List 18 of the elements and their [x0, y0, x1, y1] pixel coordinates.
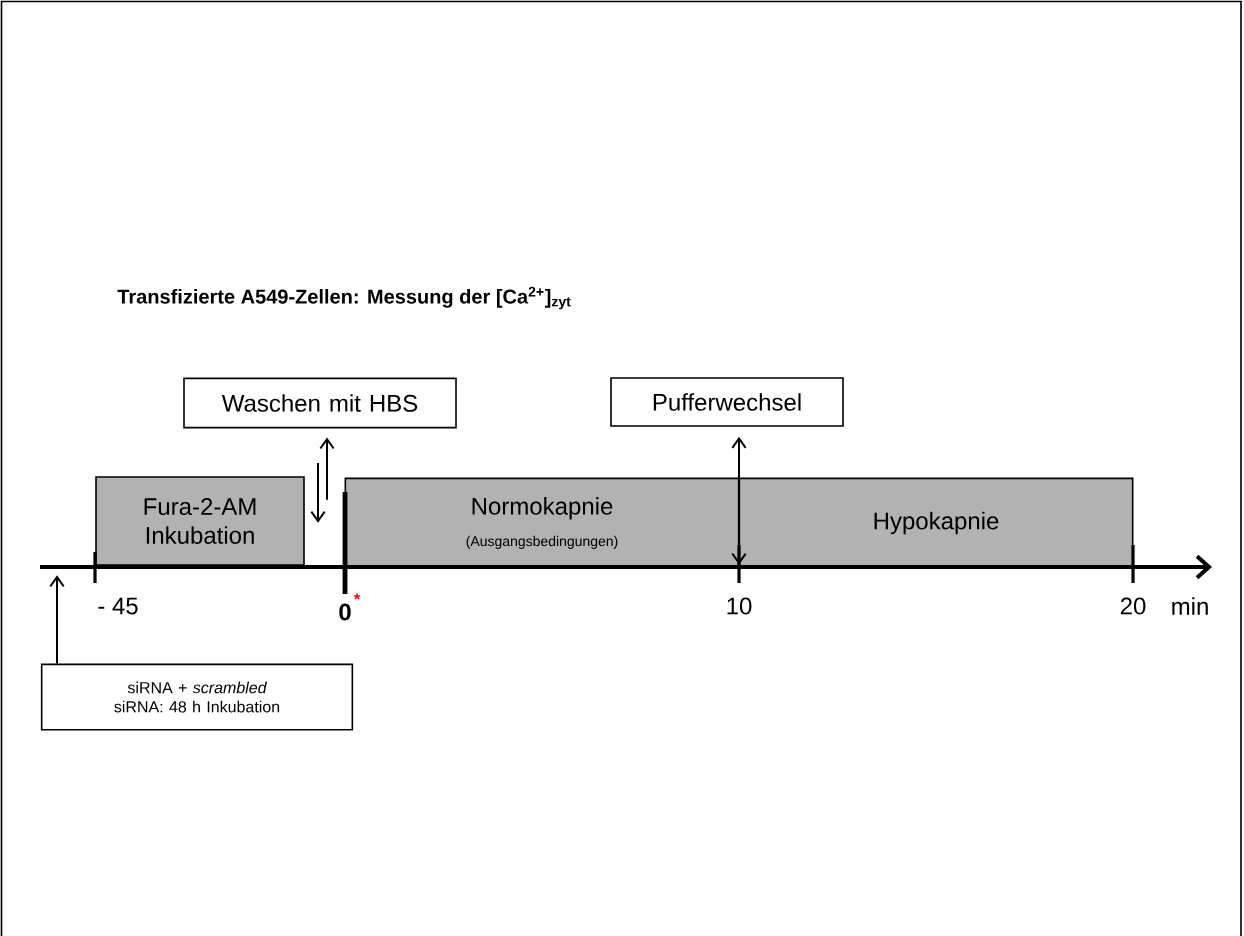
- phase-bar: Fura-2-AM Inkubation: [95, 476, 305, 566]
- tick-label: 10: [727, 597, 752, 615]
- label-box: Waschen mit HBS: [183, 377, 457, 429]
- arrow: [319, 437, 335, 501]
- tick-label: - 45: [98, 597, 138, 615]
- label-box: siRNA + scrambled siRNA: 48 h Inkubation: [40, 663, 354, 731]
- title: Transfizierte A549-Zellen: Messung der [Ca$^{2+}$]$_{zyt}$: [117, 286, 571, 310]
- phase-bar: Normokapnie (Ausgangsbedingungen): [344, 477, 740, 569]
- asterisk: *: [353, 593, 361, 600]
- unit-label: min: [1172, 597, 1208, 615]
- tick-label: 20: [1120, 597, 1146, 615]
- time-axis: [40, 492, 1213, 594]
- phase-bar: Hypokapnie: [738, 477, 1134, 569]
- arrow: [731, 436, 747, 565]
- arrow: [49, 575, 65, 665]
- label-box: Pufferwechsel: [610, 377, 844, 427]
- tick-label: 0: [339, 603, 351, 621]
- arrow: [310, 462, 326, 523]
